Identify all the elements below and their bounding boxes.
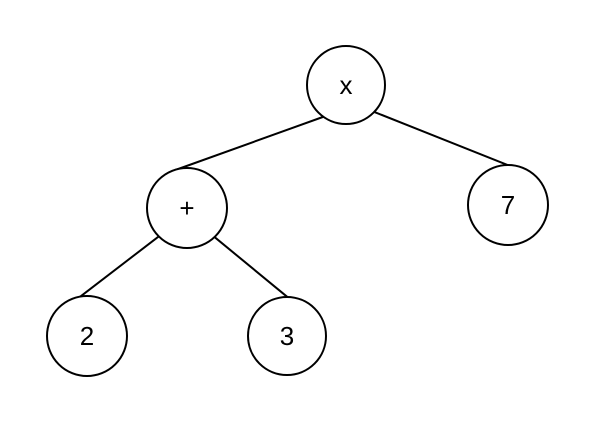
- tree-edge-times-seven: [371, 109, 511, 168]
- tree-node-two: 2: [46, 295, 128, 377]
- tree-edge-plus-three: [206, 230, 291, 300]
- tree-node-multiply: x: [306, 45, 386, 125]
- tree-node-plus: +: [146, 167, 228, 249]
- tree-node-three: 3: [247, 296, 327, 376]
- tree-edge-times-plus: [175, 115, 326, 171]
- tree-node-seven: 7: [467, 164, 549, 246]
- tree-edge-plus-two: [79, 232, 164, 298]
